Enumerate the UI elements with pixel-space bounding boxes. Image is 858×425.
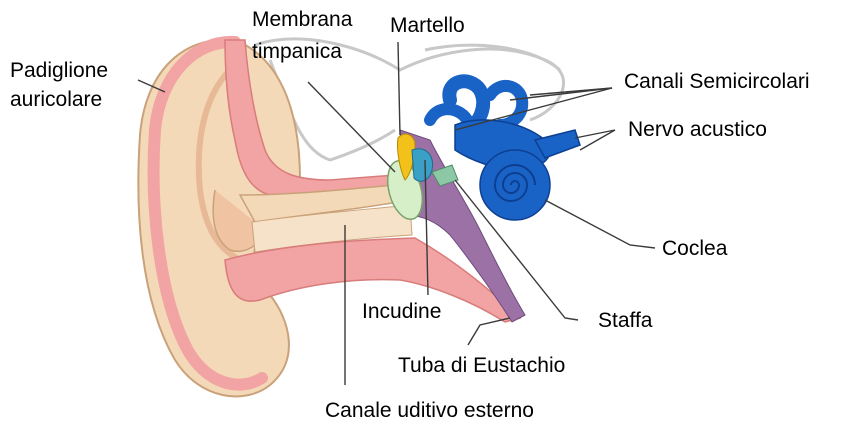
cochlea-shape xyxy=(480,150,550,220)
label-padiglione-line2: auricolare xyxy=(10,88,102,111)
label-tuba-di-eustachio: Tuba di Eustachio xyxy=(398,354,565,377)
label-canale-uditivo-esterno: Canale uditivo esterno xyxy=(325,399,534,422)
label-canali-semicircolari: Canali Semicircolari xyxy=(624,70,810,93)
label-nervo-acustico: Nervo acustico xyxy=(628,118,767,141)
label-padiglione-line1: Padiglione xyxy=(10,59,108,82)
label-coclea: Coclea xyxy=(662,237,728,260)
label-martello: Martello xyxy=(390,14,465,37)
leader-martello xyxy=(398,42,400,135)
leader-coclea xyxy=(545,200,655,248)
label-membrana-line2: timpanica xyxy=(252,40,342,63)
label-staffa: Staffa xyxy=(598,309,653,332)
incus-ossicle xyxy=(412,149,433,182)
leader-membrana xyxy=(308,82,395,172)
label-incudine: Incudine xyxy=(362,300,441,323)
label-membrana-line1: Membrana xyxy=(252,8,353,31)
